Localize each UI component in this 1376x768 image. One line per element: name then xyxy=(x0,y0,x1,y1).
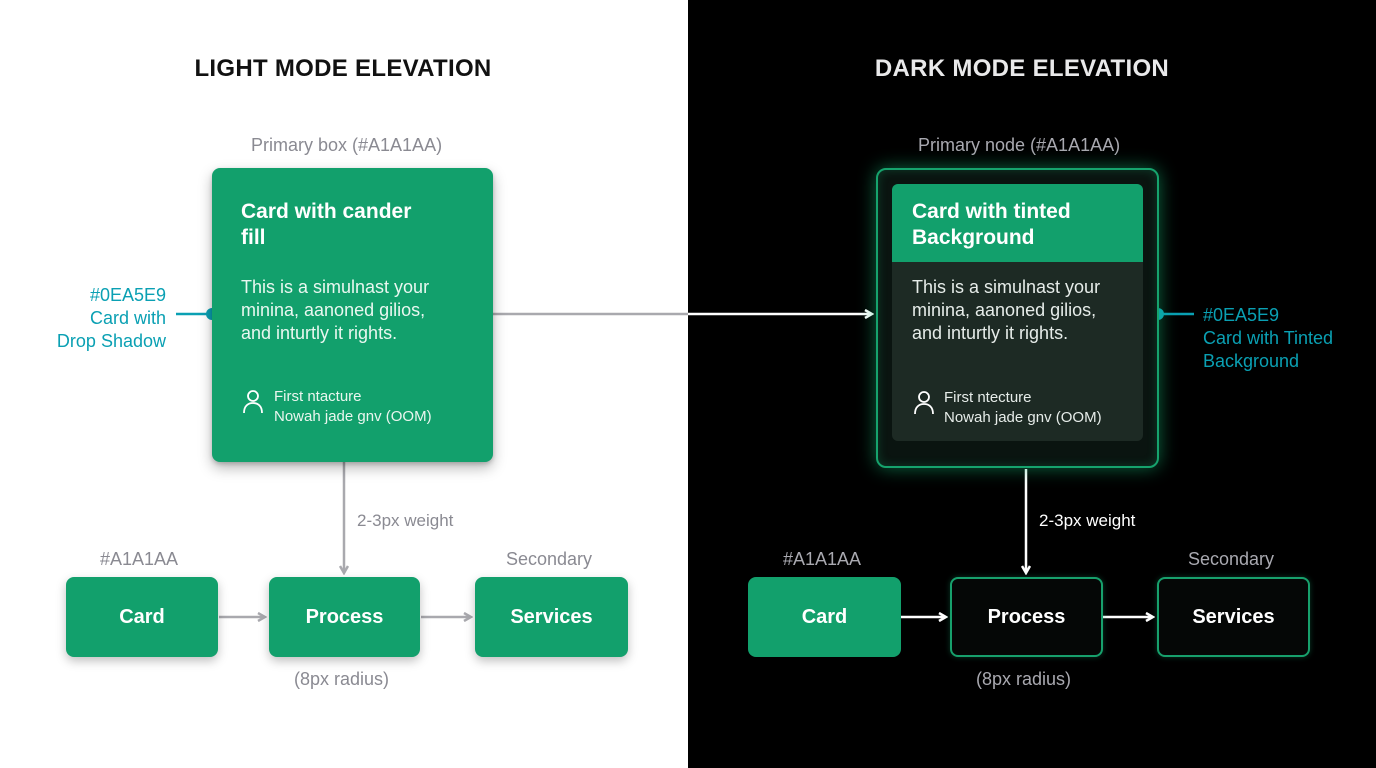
light-card-body: This is a simulnast your minina, aanoned… xyxy=(241,276,481,345)
dark-card-body-line: This is a simulnast your xyxy=(912,277,1101,297)
person-icon xyxy=(914,391,934,415)
light-title: LIGHT MODE ELEVATION xyxy=(194,55,492,82)
dark-card-header xyxy=(892,184,1143,262)
light-primary-caption: Primary box (#A1A1AA) xyxy=(251,135,443,155)
dark-side-label-line: Card with Tinted xyxy=(1203,328,1334,348)
light-card-meta-line: Nowah jade gnv (OOM) xyxy=(274,408,432,425)
light-side-label-line: Card with xyxy=(89,308,166,328)
light-card-heading-line: Card with cander xyxy=(241,200,412,223)
dark-node-process[interactable]: Process xyxy=(950,577,1103,657)
dark-card-heading: Card with tinted Background xyxy=(912,199,1142,251)
dark-card-body-line: minina, aanoned gilios, xyxy=(912,300,1097,320)
light-card-body-line: and inturtly it rights. xyxy=(241,323,398,343)
light-side-label-line: Drop Shadow xyxy=(56,331,166,351)
light-node-card[interactable]: Card xyxy=(66,577,218,657)
dark-side-label-line: Background xyxy=(1203,351,1300,371)
light-card-meta: First ntacture Nowah jade gnv (OOM) xyxy=(274,387,484,427)
light-node-process[interactable]: Process xyxy=(269,577,420,657)
light-card-body-line: This is a simulnast your xyxy=(241,277,430,297)
dark-weight-label: 2-3px weight xyxy=(1039,511,1136,530)
dark-card-body-line: and inturtly it rights. xyxy=(912,323,1069,343)
dark-card-meta-line: Nowah jade gnv (OOM) xyxy=(944,409,1102,426)
dark-radius-caption: (8px radius) xyxy=(976,669,1072,689)
light-side-label: #0EA5E9 Card with Drop Shadow xyxy=(40,284,166,353)
dark-node-card[interactable]: Card xyxy=(748,577,901,657)
dark-card-meta-line: First ntecture xyxy=(944,389,1032,406)
light-node-services[interactable]: Services xyxy=(475,577,628,657)
light-secondary-caption: Secondary xyxy=(506,549,593,569)
person-icon xyxy=(243,390,263,414)
light-radius-caption: (8px radius) xyxy=(294,669,390,689)
light-side-label-line: #0EA5E9 xyxy=(89,285,166,305)
dark-card-meta: First ntecture Nowah jade gnv (OOM) xyxy=(944,388,1143,428)
light-card-heading-line: fill xyxy=(241,226,266,249)
dark-card-caption: #A1A1AA xyxy=(783,549,862,569)
dark-side-label-line: #0EA5E9 xyxy=(1203,305,1280,325)
dark-primary-caption: Primary node (#A1A1AA) xyxy=(918,135,1121,155)
light-weight-label: 2-3px weight xyxy=(357,511,454,530)
light-primary-card[interactable]: Card with cander fill This is a simulnas… xyxy=(212,168,493,462)
light-card-caption: #A1A1AA xyxy=(100,549,179,569)
dark-node-services[interactable]: Services xyxy=(1157,577,1310,657)
dark-card-heading-line: Card with tinted xyxy=(912,200,1071,223)
light-card-heading: Card with cander fill xyxy=(241,199,481,251)
dark-side-label: #0EA5E9 Card with Tinted Background xyxy=(1203,304,1363,373)
dark-card-body: This is a simulnast your minina, aanoned… xyxy=(912,276,1142,345)
light-card-body-line: minina, aanoned gilios, xyxy=(241,300,426,320)
dark-card-heading-line: Background xyxy=(912,226,1035,249)
dark-card-inner: Card with tinted Background This is a si… xyxy=(892,184,1143,441)
dark-secondary-caption: Secondary xyxy=(1188,549,1275,569)
dark-primary-card[interactable]: Card with tinted Background This is a si… xyxy=(876,168,1159,468)
dark-title: DARK MODE ELEVATION xyxy=(874,55,1170,82)
light-card-meta-line: First ntacture xyxy=(274,388,362,405)
